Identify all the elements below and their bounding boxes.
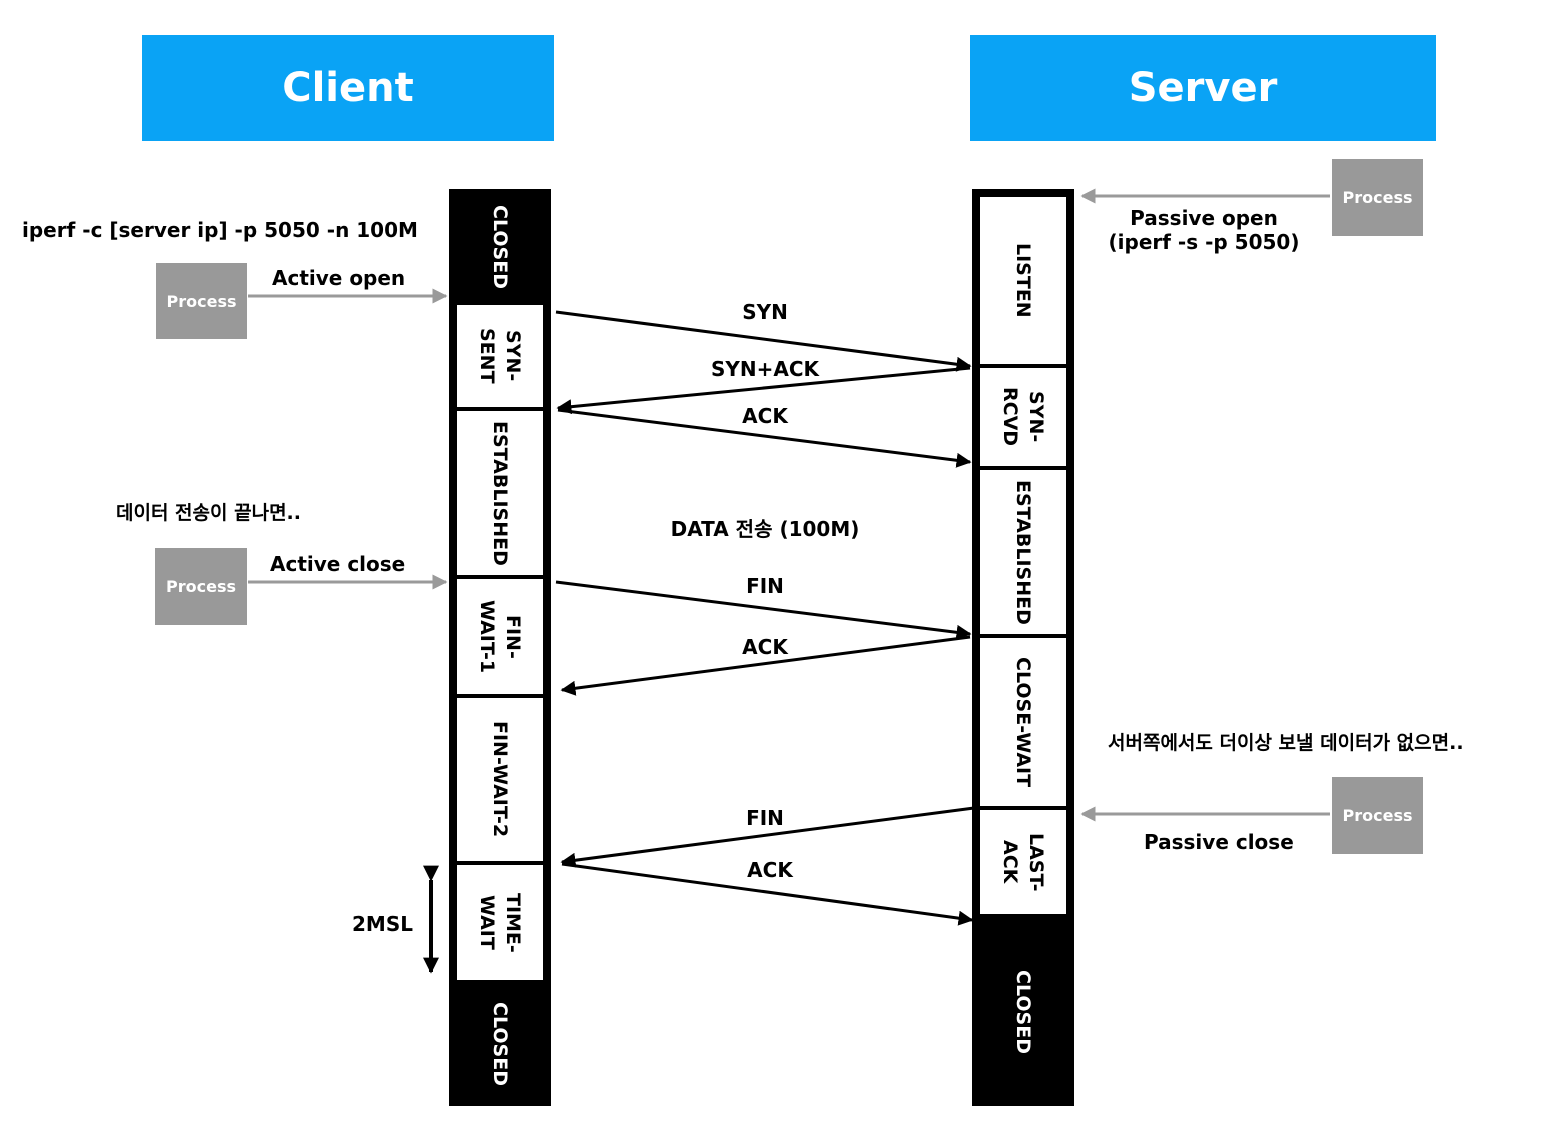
msl-label: 2MSL <box>352 912 413 936</box>
ack1-label: ACK <box>742 404 788 428</box>
client-state-established: ESTABLISHED <box>457 411 543 575</box>
client-state-label: CLOSED <box>489 1001 511 1086</box>
client-open-process-box: Process <box>156 263 247 339</box>
server-state-closed: CLOSED <box>972 917 1074 1106</box>
client-state-fin-wait-2: FIN-WAIT-2 <box>457 698 543 861</box>
server-state-established: ESTABLISHED <box>980 470 1066 634</box>
fin2-arrow <box>560 806 975 868</box>
data-transfer-label: DATA 전송 (100M) <box>670 517 860 541</box>
syn-arrow <box>555 310 972 372</box>
client-state-label: SYN- SENT <box>476 328 524 384</box>
ack3-arrow <box>561 862 974 926</box>
server-state-label: CLOSE-WAIT <box>1012 656 1034 788</box>
active-open-label: Active open <box>272 266 406 290</box>
server-close-process-box: Process <box>1332 777 1423 854</box>
client-state-label: ESTABLISHED <box>489 420 511 566</box>
server-state-label: SYN- RCVD <box>999 387 1047 447</box>
client-state-label: TIME- WAIT <box>476 892 524 953</box>
client-close-note: 데이터 전송이 끝나면.. <box>116 502 301 524</box>
server-state-syn-rcvd: SYN- RCVD <box>980 368 1066 466</box>
ack2-arrow <box>560 635 971 696</box>
ack2-label: ACK <box>742 635 788 659</box>
passive-open-command: (iperf -s -p 5050) <box>1108 230 1300 254</box>
syn-ack-arrow <box>556 366 971 415</box>
client-command: iperf -c [server ip] -p 5050 -n 100M <box>22 218 418 242</box>
server-close-note: 서버쪽에서도 더이상 보낼 데이터가 없으면.. <box>1108 732 1464 754</box>
active-close-label: Active close <box>270 552 406 576</box>
ack3-label: ACK <box>747 858 793 882</box>
client-header: Client <box>142 35 554 141</box>
client-state-label: FIN- WAIT-1 <box>476 599 524 674</box>
server-state-listen: LISTEN <box>980 197 1066 364</box>
passive-close-label: Passive close <box>1144 830 1294 854</box>
server-state-label: ESTABLISHED <box>1012 479 1034 625</box>
client-state-closed-top: CLOSED <box>449 189 551 304</box>
client-state-fin-wait-1: FIN- WAIT-1 <box>457 579 543 694</box>
syn-ack-label: SYN+ACK <box>710 357 820 381</box>
client-state-closed-bottom: CLOSED <box>449 981 551 1106</box>
client-state-syn-sent: SYN- SENT <box>457 305 543 407</box>
server-header: Server <box>970 35 1436 141</box>
fin2-label: FIN <box>746 806 784 830</box>
client-state-column: CLOSED SYN- SENT ESTABLISHED FIN- WAIT-1… <box>449 189 551 1106</box>
passive-open-label: Passive open <box>1130 206 1278 230</box>
server-open-process-box: Process <box>1332 159 1423 236</box>
server-state-label: LISTEN <box>1012 243 1034 318</box>
ack1-arrow <box>557 408 972 468</box>
server-state-column: LISTEN SYN- RCVD ESTABLISHED CLOSE-WAIT … <box>972 189 1074 1106</box>
client-state-time-wait: TIME- WAIT <box>457 865 543 980</box>
server-state-label: CLOSED <box>1012 969 1034 1054</box>
fin1-arrow <box>555 580 972 640</box>
syn-label: SYN <box>742 300 788 324</box>
client-state-label: CLOSED <box>489 204 511 289</box>
client-close-process-box: Process <box>155 548 247 625</box>
server-state-last-ack: LAST- ACK <box>980 810 1066 914</box>
fin1-label: FIN <box>746 574 784 598</box>
server-state-close-wait: CLOSE-WAIT <box>980 638 1066 806</box>
client-state-label: FIN-WAIT-2 <box>489 721 511 838</box>
server-state-label: LAST- ACK <box>999 832 1047 892</box>
